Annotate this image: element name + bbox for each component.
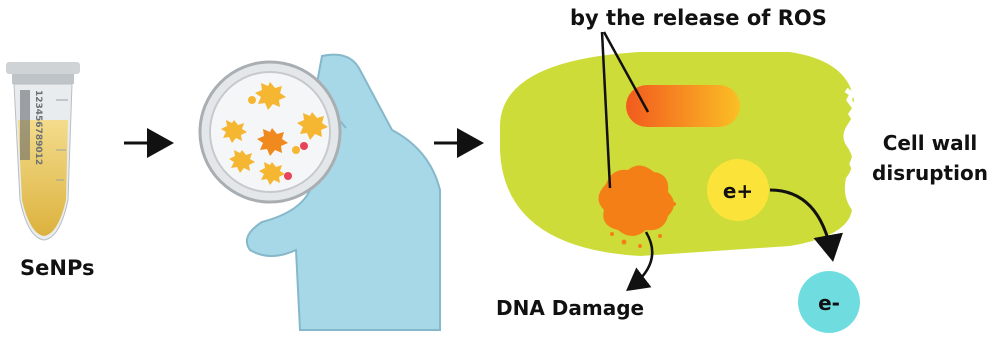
bacterial-cell-icon bbox=[500, 52, 854, 256]
senps-label: SeNPs bbox=[20, 256, 94, 280]
dna-damage-label: DNA Damage bbox=[496, 296, 644, 320]
e-minus-label: e- bbox=[818, 291, 840, 315]
ros-label: by the release of ROS bbox=[570, 6, 827, 30]
tube-print-text: 123456789012 bbox=[33, 90, 43, 165]
cell-wall-disruption-label: Cell wall disruption bbox=[872, 128, 988, 188]
e-plus-label: e+ bbox=[723, 179, 753, 203]
petri-dish-in-gloved-hand-icon bbox=[200, 55, 440, 330]
tube-icon: 123456789012 bbox=[6, 62, 80, 240]
ros-capsule bbox=[626, 85, 740, 127]
tube-label-strip bbox=[20, 90, 30, 160]
